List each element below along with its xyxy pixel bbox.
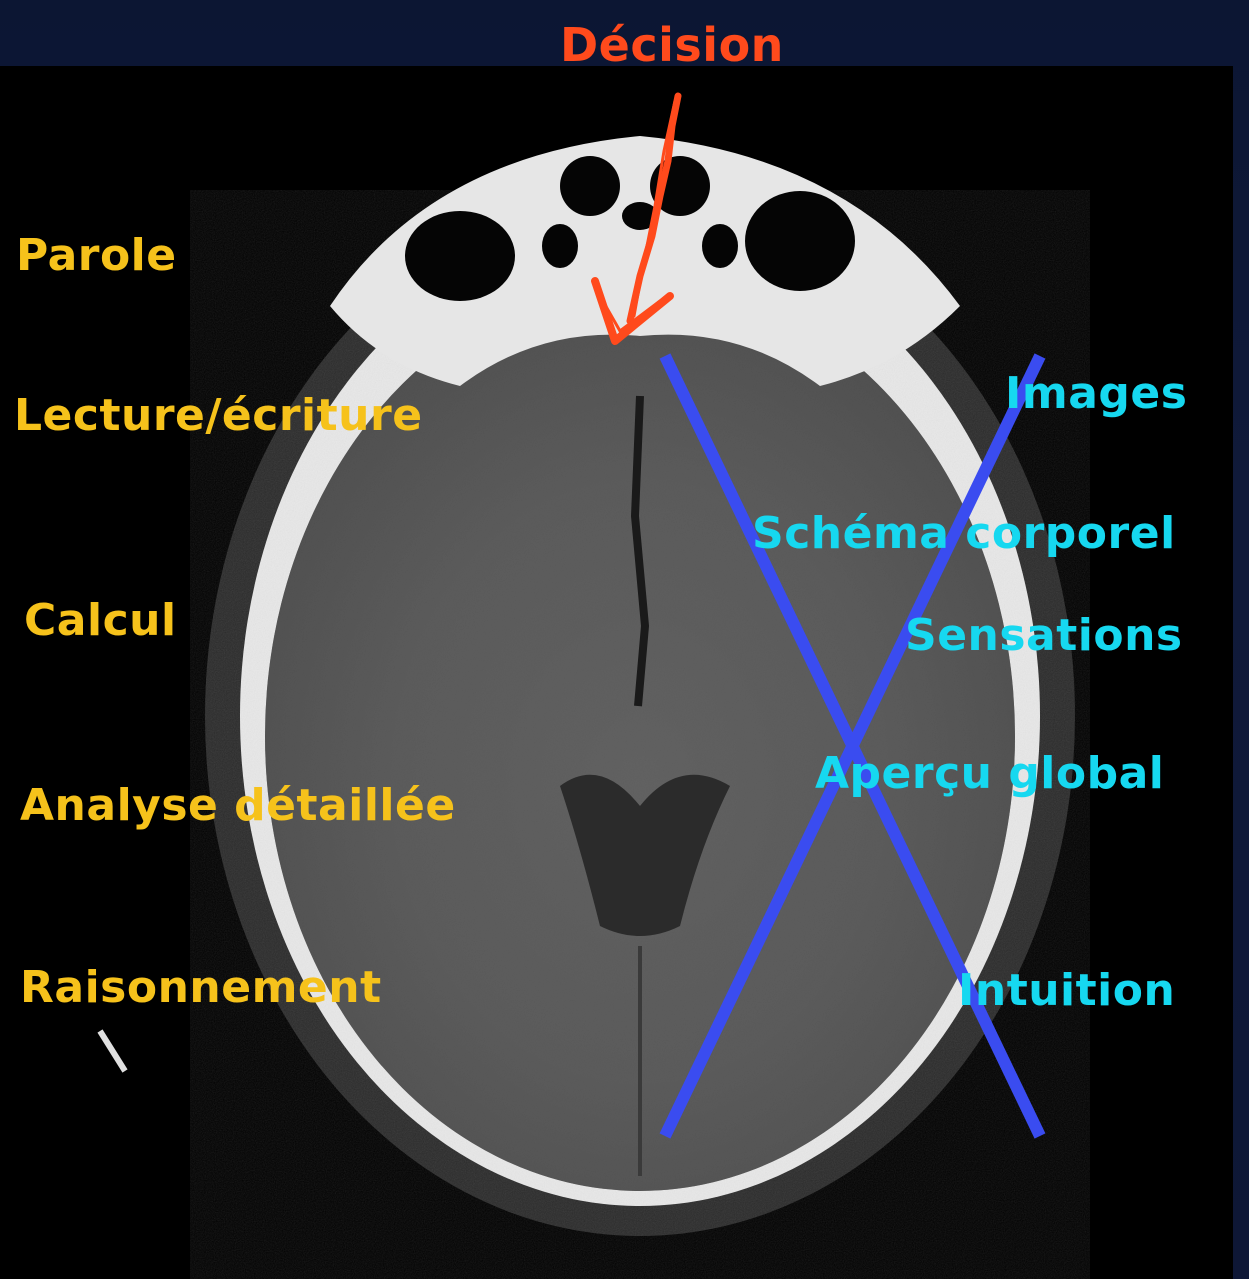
label-sensations: Sensations [905,610,1183,661]
label-analyse-detaillee: Analyse détaillée [20,780,456,831]
label-intuition: Intuition [958,965,1175,1016]
left-orbit [405,211,515,301]
label-raisonnement: Raisonnement [20,962,382,1013]
ct-scan-drawing [0,66,1233,1279]
label-schema-corporel: Schéma corporel [752,508,1176,559]
right-orbit [745,191,855,291]
label-lecture-ecriture: Lecture/écriture [14,390,423,441]
label-parole: Parole [16,230,177,281]
brain-ct-scan-image [0,66,1233,1279]
label-calcul: Calcul [24,595,177,646]
decision-title: Décision [560,18,784,72]
label-apercu-global: Aperçu global [815,748,1164,799]
label-images: Images [1005,368,1187,419]
scan-artifact [100,1031,125,1071]
